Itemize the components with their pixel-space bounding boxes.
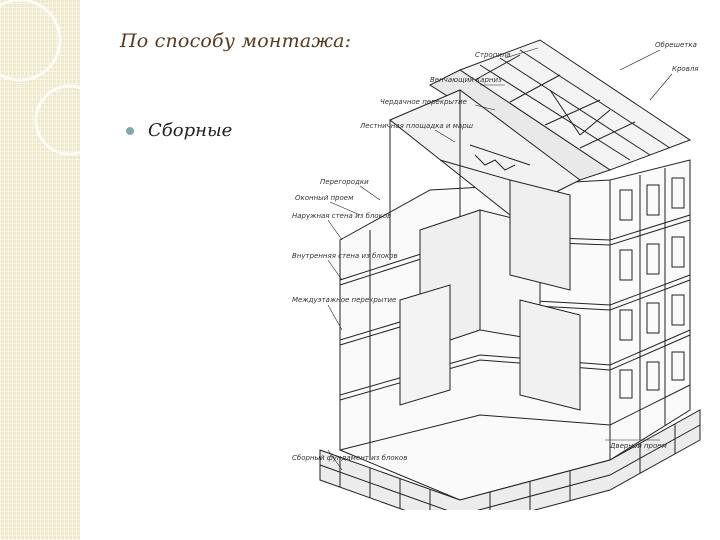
bullet-marker — [126, 126, 134, 135]
interior-walls — [399, 144, 581, 411]
label-inner-wall: Внутренняя стена из блоков — [292, 252, 398, 260]
facade-windows — [619, 177, 685, 399]
bullet-text: Сборные — [148, 120, 233, 141]
label-floor-slab: Междуэтажное перекрытие — [292, 296, 396, 304]
label-attic-floor: Чердачное перекрытие — [380, 98, 467, 106]
label-stair: Лестничная площадка и марш — [359, 122, 474, 130]
building-cutaway-drawing: Стропила Обрешетка Кровля Венчающий карн… — [292, 39, 701, 510]
label-partitions: Перегородки — [320, 178, 369, 186]
label-battens: Обрешетка — [655, 41, 697, 49]
foundation — [319, 409, 701, 510]
label-window-opening: Оконный проем — [295, 194, 354, 202]
slide-title: По способу монтажа: — [120, 30, 352, 52]
decorative-circles — [0, 0, 80, 156]
label-rafters: Стропила — [475, 51, 511, 59]
label-cornice: Венчающий карниз — [430, 76, 502, 84]
label-door-opening: Дверной проем — [609, 442, 668, 450]
label-roofing: Кровля — [672, 65, 699, 73]
bullet-item: Сборные — [126, 120, 232, 141]
label-outer-wall: Наружная стена из блоков — [292, 212, 391, 220]
decorative-side-strip — [0, 0, 80, 540]
drawing-labels: Стропила Обрешетка Кровля Венчающий карн… — [292, 41, 699, 462]
leader-lines — [327, 47, 673, 471]
label-foundation: Сборный фундамент из блоков — [292, 454, 407, 462]
